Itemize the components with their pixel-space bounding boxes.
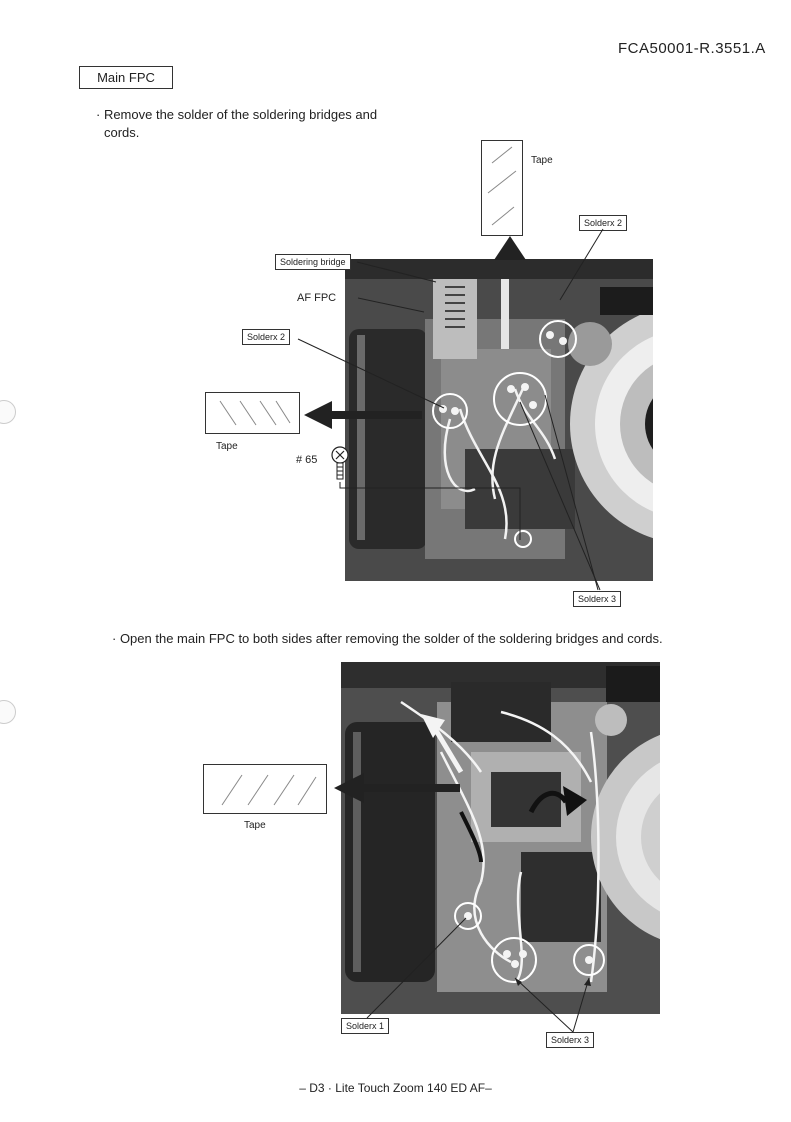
camera-photo-2 bbox=[341, 662, 660, 1014]
document-id: FCA50001-R.3551.A bbox=[618, 40, 766, 57]
tape-top-rect bbox=[481, 140, 523, 236]
tape-hatch-icon bbox=[221, 774, 317, 806]
step-1-text-line-1: · Remove the solder of the soldering bri… bbox=[96, 107, 378, 122]
tape-left-label: Tape bbox=[216, 441, 238, 452]
figure-1: Tape Solderx 2 Soldering bridge AF FPC S… bbox=[205, 140, 653, 607]
tape-hatch-icon bbox=[487, 146, 517, 226]
section-title: Main FPC bbox=[79, 66, 173, 89]
solder-x3-label: Solderx 3 bbox=[573, 591, 622, 607]
figure-1-callout-lines bbox=[297, 228, 604, 591]
solder-x2-left-label: Solderx 2 bbox=[242, 329, 291, 345]
step-2-text: · Open the main FPC to both sides after … bbox=[112, 631, 663, 646]
soldering-bridge-label: Soldering bridge bbox=[275, 254, 351, 270]
camera-photo-2-drawing bbox=[341, 662, 660, 1014]
figure-2-callout-lines bbox=[334, 773, 591, 1033]
solder-x1-label: Solderx 1 bbox=[341, 1018, 390, 1034]
page-footer: – D3 · Lite Touch Zoom 140 ED AF– bbox=[299, 1081, 492, 1095]
figure-2: Tape Solderx 1 Solderx 3 bbox=[0, 640, 791, 1060]
af-fpc-label: AF FPC bbox=[297, 292, 337, 304]
tape-top-label: Tape bbox=[531, 155, 553, 166]
camera-photo-1 bbox=[345, 259, 653, 581]
tape-label: Tape bbox=[244, 820, 266, 831]
solder-x3-label: Solderx 3 bbox=[546, 1032, 595, 1048]
camera-photo-1-drawing bbox=[345, 259, 653, 581]
screw-icon bbox=[331, 446, 349, 480]
tape-left-rect bbox=[205, 392, 300, 434]
step-1-text-line-2: cords. bbox=[104, 125, 140, 140]
solder-x2-right-label: Solderx 2 bbox=[579, 215, 628, 231]
tape-hatch-icon bbox=[219, 400, 291, 426]
screw-label: # 65 bbox=[296, 454, 318, 466]
tape-rect bbox=[203, 764, 327, 814]
arrow-up-icon bbox=[494, 236, 526, 260]
